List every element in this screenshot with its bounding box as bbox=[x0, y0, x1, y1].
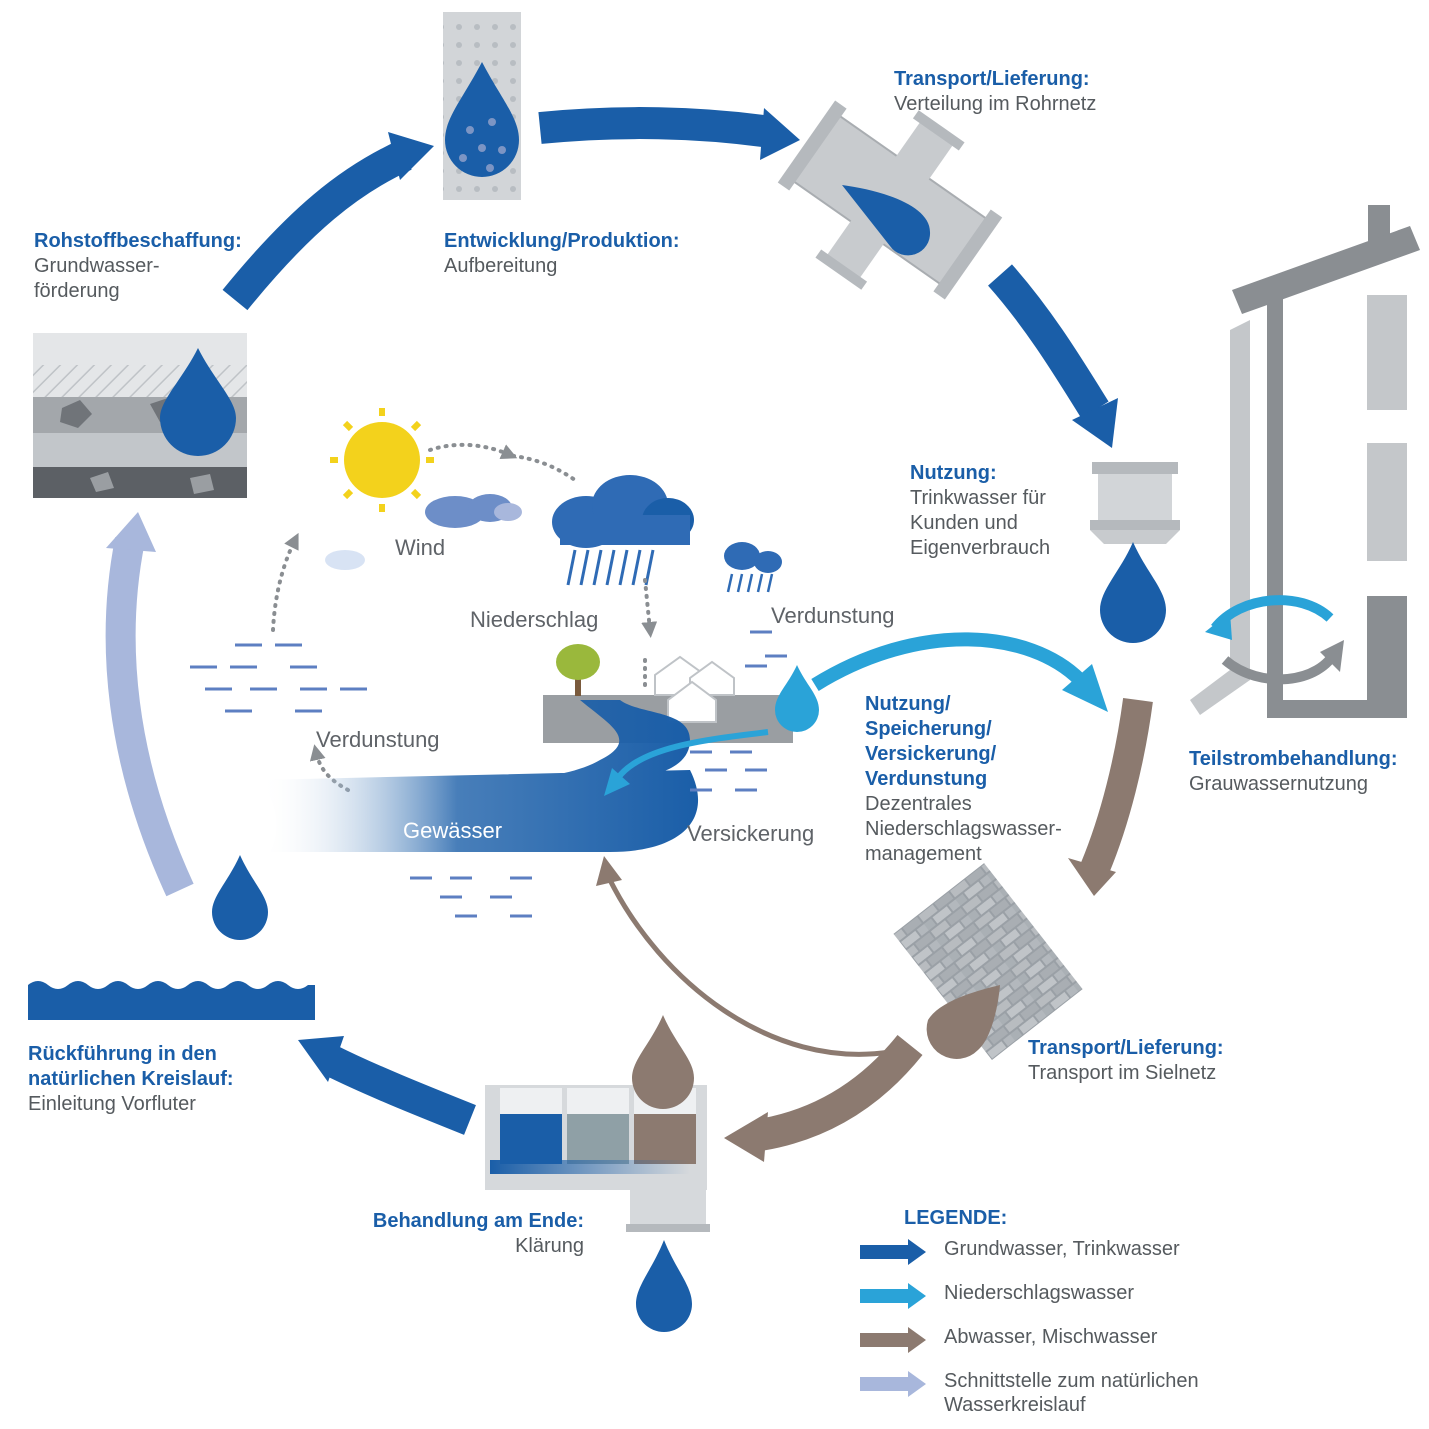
scene-label-wind: Wind bbox=[395, 535, 446, 560]
label-usage-line-3: Eigenverbrauch bbox=[910, 537, 1051, 559]
label-transport-sewer: Transport/Lieferung: Transport im Sielne… bbox=[1028, 1036, 1224, 1086]
scene-label-precipitation: Niederschlag bbox=[470, 607, 599, 632]
storm-water-drop-icon bbox=[775, 665, 819, 732]
house-icon bbox=[1190, 205, 1420, 718]
label-production-heading: Entwicklung/Produktion: bbox=[444, 230, 680, 252]
label-usage: Nutzung: Trinkwasser für Kunden und Eige… bbox=[910, 461, 1050, 561]
water-drop-icon bbox=[1100, 542, 1166, 643]
label-storm-management-line-1: Dezentrales bbox=[865, 793, 972, 815]
legend-item: Schnittstelle zum natürlichen Wasserkrei… bbox=[860, 1369, 1280, 1429]
legend: LEGENDE: Grundwasser, Trinkwasser Nieder… bbox=[860, 1207, 1280, 1429]
cloud-icon bbox=[425, 494, 522, 528]
legend-arrow-icon bbox=[860, 1371, 926, 1397]
legend-arrow-icon bbox=[860, 1283, 926, 1309]
scene-label-evaporation-right: Verdunstung bbox=[771, 603, 895, 628]
rain-cloud-icon bbox=[552, 475, 694, 586]
water-drop-icon bbox=[636, 1240, 692, 1332]
sun-icon bbox=[330, 408, 434, 512]
legend-arrow-icon bbox=[860, 1239, 926, 1265]
label-usage-line-1: Trinkwasser für bbox=[910, 487, 1046, 509]
label-end-treatment-line-1: Klärung bbox=[515, 1235, 584, 1257]
label-storm-management: Nutzung/ Speicherung/ Versickerung/ Verd… bbox=[865, 692, 1062, 867]
water-drop-icon bbox=[212, 855, 268, 940]
label-storm-management-line-3: management bbox=[865, 843, 982, 865]
cycle-arrow-sewer-to-treatment bbox=[724, 1034, 923, 1162]
water-drop-icon bbox=[926, 985, 1000, 1059]
tap-icon bbox=[1090, 462, 1180, 544]
label-partial-treatment-line-1: Grauwassernutzung bbox=[1189, 773, 1368, 795]
cycle-arrow-transport-to-usage bbox=[988, 264, 1118, 448]
label-storm-management-heading: Nutzung/ Speicherung/ Versickerung/ Verd… bbox=[865, 693, 997, 790]
label-return-heading: Rückführung in den natürlichen Kreislauf… bbox=[28, 1043, 234, 1090]
label-usage-line-2: Kunden und bbox=[910, 512, 1018, 534]
cycle-arrow-return-to-raw bbox=[105, 512, 194, 897]
legend-arrow-icon bbox=[860, 1327, 926, 1353]
label-partial-treatment: Teilstrombehandlung: Grauwassernutzung bbox=[1189, 747, 1398, 797]
water-drop-icon bbox=[842, 185, 931, 256]
soil-icon bbox=[33, 333, 247, 498]
filter-icon bbox=[443, 12, 521, 200]
return-water-icon bbox=[28, 981, 315, 1020]
cloud-icon bbox=[325, 550, 365, 570]
legend-item: Niederschlagswasser bbox=[860, 1281, 1280, 1325]
label-transport-sewer-heading: Transport/Lieferung: bbox=[1028, 1037, 1224, 1059]
label-transport-supply-line-1: Verteilung im Rohrnetz bbox=[894, 93, 1097, 115]
label-transport-supply-heading: Transport/Lieferung: bbox=[894, 68, 1090, 90]
label-transport-sewer-line-1: Transport im Sielnetz bbox=[1028, 1062, 1217, 1084]
scene-label-water-body: Gewässer bbox=[403, 818, 503, 843]
scene-label-infiltration: Versickerung bbox=[687, 821, 815, 846]
evaporation-dotted-arrows bbox=[271, 442, 658, 792]
legend-item-label: Grundwasser, Trinkwasser bbox=[944, 1238, 1180, 1260]
river-icon bbox=[260, 700, 699, 852]
rain-cloud-icon bbox=[724, 542, 782, 593]
cycle-arrow-storm-flow bbox=[811, 632, 1108, 712]
treatment-plant-icon bbox=[485, 1015, 710, 1232]
tree-icon bbox=[556, 644, 600, 696]
cycle-arrow-overflow-to-water bbox=[596, 856, 891, 1057]
label-return: Rückführung in den natürlichen Kreislauf… bbox=[28, 1042, 234, 1117]
label-return-line-1: Einleitung Vorfluter bbox=[28, 1093, 196, 1115]
cycle-arrow-raw-to-production bbox=[222, 132, 434, 311]
label-end-treatment-heading: Behandlung am Ende: bbox=[372, 1210, 584, 1232]
label-usage-heading: Nutzung: bbox=[910, 462, 997, 484]
label-raw-material: Rohstoffbeschaffung: Grundwasser- förder… bbox=[34, 229, 242, 304]
cycle-arrow-production-to-transport bbox=[538, 107, 800, 160]
water-dashes bbox=[190, 630, 787, 918]
sewer-pipe-icon bbox=[893, 863, 1083, 1060]
scene-label-evaporation-left: Verdunstung bbox=[316, 727, 440, 752]
legend-item: Grundwasser, Trinkwasser bbox=[860, 1237, 1280, 1281]
label-production-line-1: Aufbereitung bbox=[444, 255, 558, 277]
cycle-arrow-to-sewer bbox=[1068, 698, 1153, 896]
cycle-arrow-treatment-to-return bbox=[298, 1036, 476, 1135]
label-storm-management-line-2: Niederschlagswasser- bbox=[865, 818, 1062, 840]
label-partial-treatment-heading: Teilstrombehandlung: bbox=[1189, 748, 1398, 770]
legend-item-label: Niederschlagswasser bbox=[944, 1282, 1135, 1304]
legend-item: Abwasser, Mischwasser bbox=[860, 1325, 1280, 1369]
label-transport-supply: Transport/Lieferung: Verteilung im Rohrn… bbox=[894, 67, 1096, 117]
label-raw-material-line-2: förderung bbox=[34, 280, 120, 302]
label-end-treatment: Behandlung am Ende: Klärung bbox=[330, 1209, 584, 1259]
legend-title: LEGENDE: bbox=[904, 1207, 1008, 1229]
label-raw-material-heading: Rohstoffbeschaffung: bbox=[34, 230, 242, 252]
legend-item-label: Abwasser, Mischwasser bbox=[944, 1326, 1158, 1348]
label-raw-material-line-1: Grundwasser- bbox=[34, 255, 160, 277]
house-icon bbox=[654, 655, 735, 723]
legend-item-label: Schnittstelle zum natürlichen Wasserkrei… bbox=[944, 1370, 1199, 1416]
infiltration-arrow bbox=[604, 729, 769, 796]
label-production: Entwicklung/Produktion: Aufbereitung bbox=[444, 229, 680, 279]
